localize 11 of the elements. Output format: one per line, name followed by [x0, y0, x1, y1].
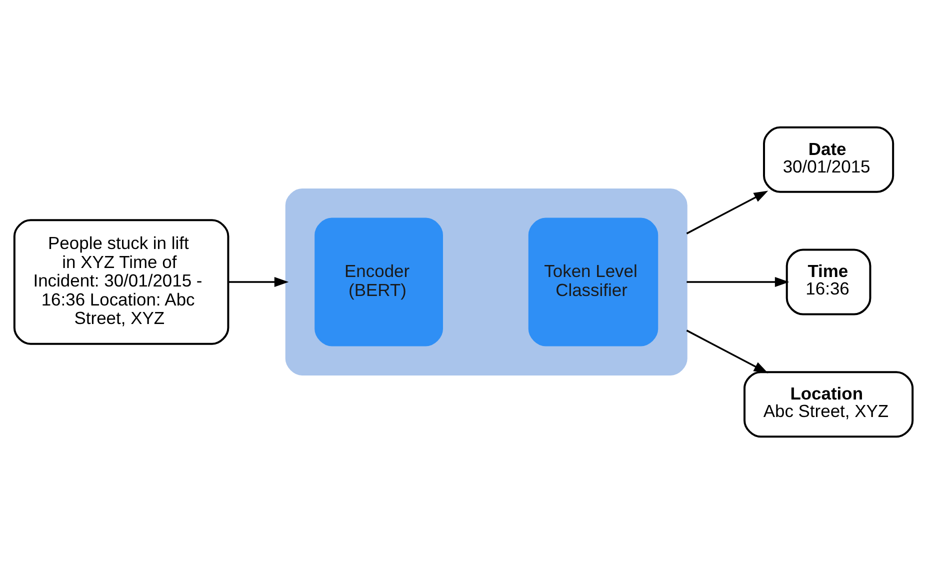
- arrow: [228, 277, 289, 287]
- node-box: Token Level Classifier: [528, 218, 658, 346]
- node-box: Location Abc Street, XYZ: [744, 371, 914, 438]
- arrow: [686, 190, 768, 234]
- node-box: People stuck in lift in XYZ Time of Incident: 30/01/2015 - 16:36 Location: Abc Street, XYZ: [13, 219, 230, 345]
- node-box: Time 16:36: [786, 248, 872, 316]
- arrow: [686, 277, 790, 287]
- node-box: Date 30/01/2015: [763, 126, 894, 193]
- node-box: Encoder (BERT): [314, 218, 443, 346]
- cluster: [285, 188, 688, 376]
- arrow: [686, 330, 768, 374]
